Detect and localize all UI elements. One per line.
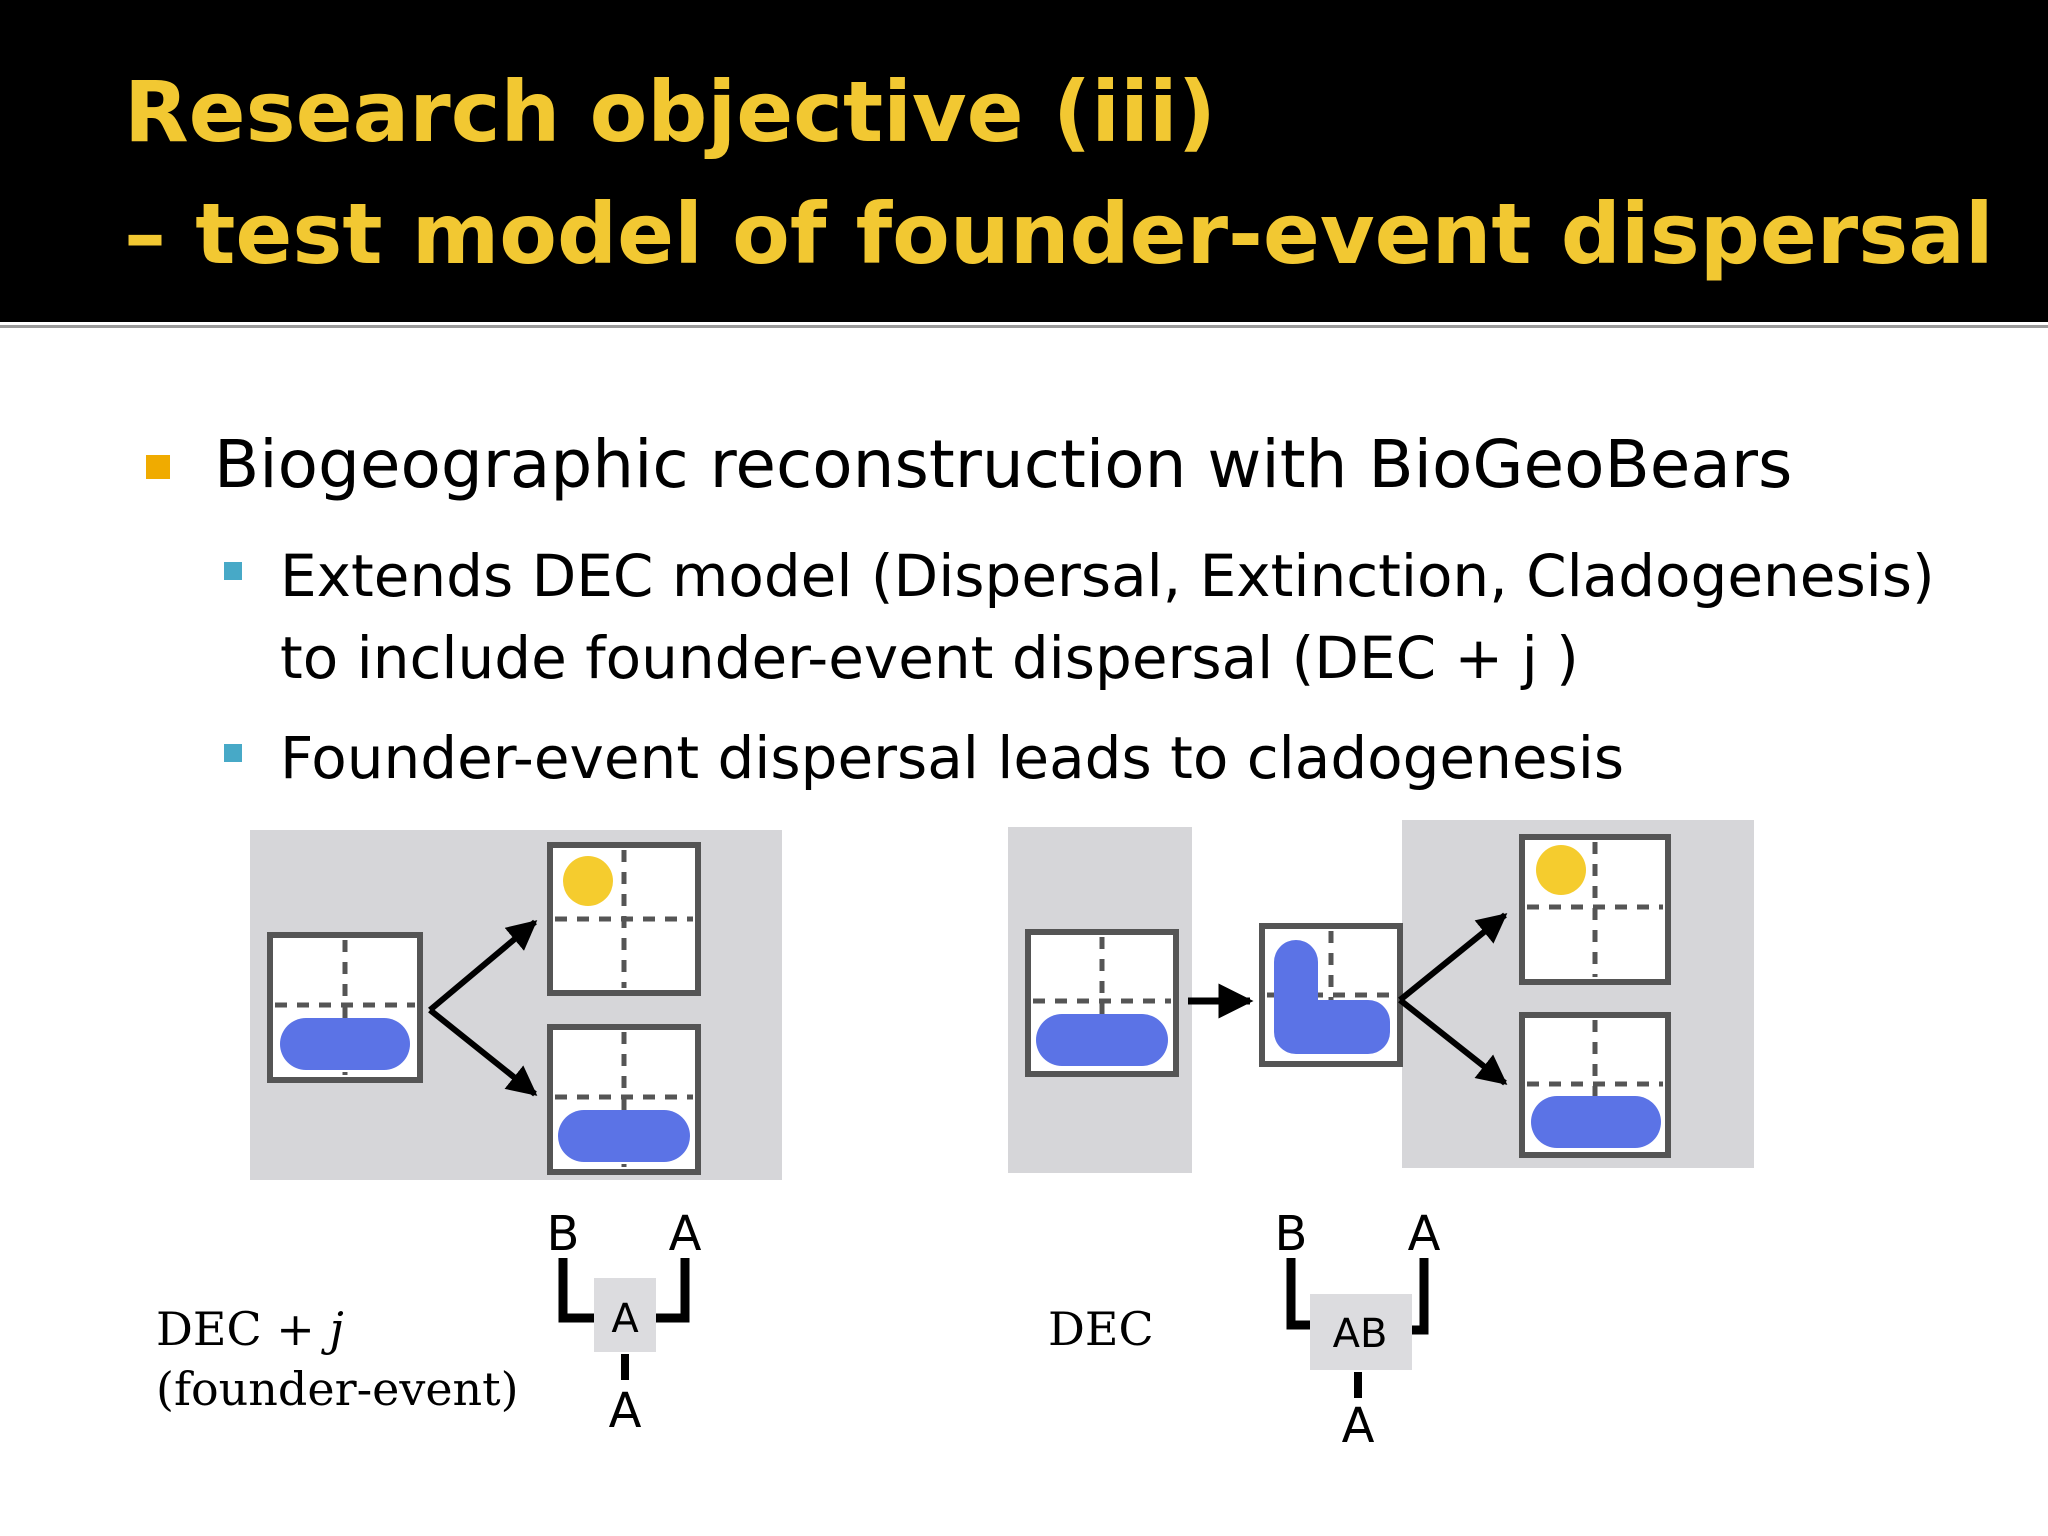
tree-root-label: A	[609, 1383, 642, 1439]
tree-node-label: AB	[1333, 1311, 1388, 1357]
expanded-range-grid	[1259, 923, 1403, 1067]
ancestral-node-box	[1310, 1294, 1412, 1370]
bullet-level2-text: Extends DEC model (Dispersal, Extinction…	[280, 542, 1935, 610]
title-bar	[0, 0, 2048, 322]
daughter-range-widespread	[547, 1024, 701, 1175]
tree-node-label: A	[611, 1296, 639, 1342]
bullet-level2-text-continued: to include founder-event dispersal (DEC …	[280, 624, 1579, 692]
bullet-square-orange	[146, 455, 170, 479]
tree-tip-label: A	[1408, 1206, 1441, 1262]
model-label-dec-j: DEC + j	[156, 1302, 344, 1356]
model-label-note: (founder-event)	[156, 1362, 519, 1416]
slide-title-line-2: – test model of founder-event dispersal	[124, 185, 1994, 283]
ancestral-range-grid	[1025, 929, 1179, 1077]
bullet-square-blue	[224, 744, 242, 762]
arrow-icon	[1398, 997, 1508, 1086]
daughter-range-narrow	[1519, 834, 1671, 985]
daughter-range-widespread	[1519, 1012, 1671, 1158]
range-dot	[1536, 845, 1586, 895]
range-shape	[558, 1110, 690, 1162]
range-shape	[1274, 940, 1390, 1054]
tree-tip-label: B	[547, 1206, 580, 1262]
tree-tip-label: B	[1275, 1206, 1308, 1262]
model-label-dec: DEC	[1048, 1302, 1154, 1356]
daughter-range-founder	[547, 842, 701, 996]
range-shape	[280, 1018, 410, 1070]
founder-event-diagram: B A A A	[250, 820, 1754, 1454]
title-divider	[0, 322, 2048, 334]
ancestral-node-box	[594, 1278, 656, 1352]
founder-dot	[563, 856, 613, 906]
bullet-level1-text: Biogeographic reconstruction with BioGeo…	[214, 426, 1793, 503]
range-shape	[1036, 1014, 1168, 1066]
model-label-text: DEC +	[156, 1302, 330, 1356]
tree-tip-label: A	[669, 1206, 702, 1262]
arrow-icon	[428, 1007, 538, 1097]
model-label-italic: j	[329, 1302, 344, 1356]
arrow-icon	[1398, 912, 1508, 1003]
range-shape	[1531, 1096, 1661, 1148]
bullet-level2-text: Founder-event dispersal leads to cladoge…	[280, 724, 1625, 792]
bullet-square-blue	[224, 562, 242, 580]
tree-root-label: A	[1342, 1398, 1375, 1454]
arrow-icon	[428, 919, 538, 1013]
cladogenesis-tree-founder: B A A A	[547, 1206, 702, 1439]
slide-title-line-1: Research objective (iii)	[124, 63, 1217, 161]
ancestral-range-grid	[267, 932, 423, 1083]
cladogenesis-tree-dec: B A AB A	[1275, 1206, 1441, 1454]
